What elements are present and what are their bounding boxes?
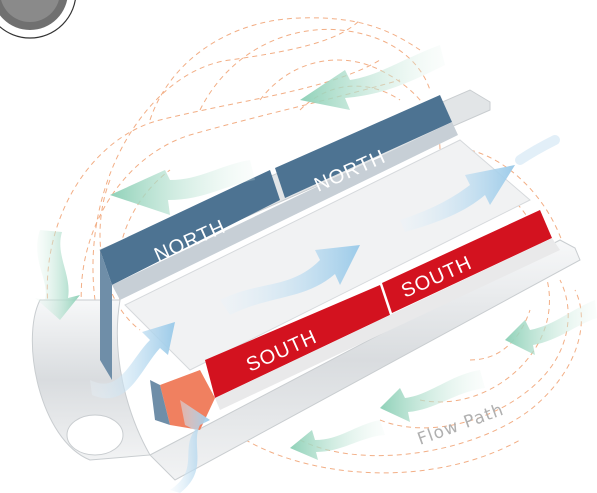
sample-disc: [0, 0, 76, 39]
north-magnet: [100, 95, 458, 380]
flow-arrows-blue: [90, 135, 560, 493]
flow-arrows-green: [35, 45, 597, 460]
south-magnet: [205, 210, 560, 410]
